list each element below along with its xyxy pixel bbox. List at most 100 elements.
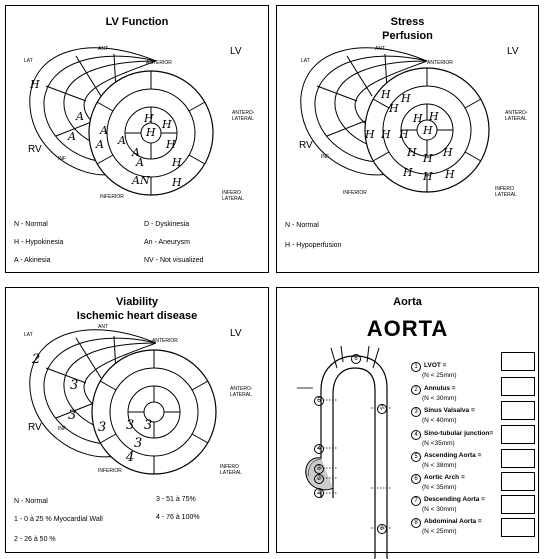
- label-inferior: INFERIOR: [343, 190, 367, 196]
- segment-mark: H: [403, 166, 413, 179]
- diagram-marker: 4: [314, 444, 327, 462]
- lv-function-panel: LV Function LAT ANT ANTERIOR LV RV INF A…: [5, 5, 269, 273]
- segment-mark: 3: [144, 418, 153, 433]
- legend-dyskinesia: D - Dyskinesia: [144, 221, 190, 228]
- panel-title: LV Function: [105, 16, 169, 28]
- segment-mark: H: [389, 102, 399, 115]
- label-lat: LAT: [301, 58, 310, 64]
- diagram-marker: 3: [314, 464, 327, 482]
- bullseye-diagram: [29, 329, 217, 475]
- ascending-aorta-value-box[interactable]: [501, 449, 535, 468]
- segment-mark: 3: [68, 408, 77, 423]
- descending-aorta-value-box[interactable]: [501, 495, 535, 514]
- label-lv: LV: [230, 46, 242, 57]
- label-anterolateral: ANTERO- LATERAL: [505, 110, 528, 122]
- legend-level-4: 4 - 76 à 100%: [156, 514, 200, 521]
- segment-mark: H: [146, 126, 156, 139]
- label-lv: LV: [507, 46, 519, 57]
- label-rv: RV: [28, 422, 42, 433]
- bullseye-diagram: [29, 47, 214, 196]
- segment-mark: H: [443, 146, 453, 159]
- diagram-marker: 7: [377, 404, 390, 422]
- label-inf: INF: [58, 156, 67, 162]
- diagram-marker: 8: [377, 524, 390, 542]
- panel-title: Viability: [116, 296, 158, 308]
- segment-mark: H: [144, 112, 154, 125]
- segment-mark: 3: [70, 378, 79, 393]
- segment-mark: A: [68, 130, 76, 143]
- label-inferior: INFERIOR: [100, 194, 124, 200]
- label-ant: ANT: [98, 324, 108, 330]
- segment-mark: 3: [126, 418, 135, 433]
- segment-mark: A: [118, 134, 126, 147]
- label-inf: INF: [58, 426, 67, 432]
- segment-mark: H: [429, 110, 439, 123]
- legend-level-1: 1 - 0 à 25 % Myocardial Wall: [14, 516, 103, 523]
- label-ant: ANT: [98, 46, 108, 52]
- segment-mark: A: [136, 156, 144, 169]
- diagram-marker: 1: [314, 488, 327, 506]
- label-inf: INF: [321, 154, 330, 160]
- legend-hypokinesia: H - Hypokinesia: [14, 239, 64, 246]
- panel-subtitle: Perfusion: [382, 30, 433, 42]
- legend-not-visualized: NV - Not visualized: [144, 257, 204, 264]
- segment-mark: 3: [134, 436, 143, 451]
- segment-mark: A: [100, 124, 108, 137]
- segment-mark: A: [96, 138, 104, 151]
- segment-mark: 2: [32, 352, 41, 367]
- diagram-marker: 2: [314, 474, 327, 492]
- segment-mark: H: [413, 112, 423, 125]
- segment-mark: A: [76, 110, 84, 123]
- label-inferolateral: INFERO LATERAL: [220, 464, 242, 476]
- label-inferolateral: INFERO LATERAL: [222, 190, 244, 202]
- annulus-value-box[interactable]: [501, 377, 535, 396]
- diagram-marker: 6: [351, 354, 364, 372]
- legend-normal: N - Normal: [14, 498, 48, 505]
- aortic-arch-value-box[interactable]: [501, 472, 535, 491]
- segment-mark: AN: [132, 174, 150, 187]
- diagram-marker: 5: [314, 396, 327, 414]
- segment-mark: 4: [126, 450, 135, 465]
- segment-mark: H: [365, 128, 375, 141]
- panel-subtitle: Ischemic heart disease: [76, 310, 198, 322]
- sino-tubular-value-box[interactable]: [501, 425, 535, 444]
- segment-mark: H: [381, 128, 391, 141]
- label-anterolateral: ANTERO- LATERAL: [232, 110, 255, 122]
- legend-akinesia: A - Akinesia: [14, 257, 51, 264]
- segment-mark: H: [423, 124, 433, 137]
- label-lat: LAT: [24, 332, 33, 338]
- segment-mark: H: [407, 146, 417, 159]
- legend-hypoperfusion: H - Hypoperfusion: [285, 242, 342, 249]
- lvot-value-box[interactable]: [501, 352, 535, 371]
- segment-mark: H: [172, 156, 182, 169]
- label-lat: LAT: [24, 58, 33, 64]
- abdominal-aorta-value-box[interactable]: [501, 518, 535, 537]
- label-anterior: ANTERIOR: [152, 338, 178, 344]
- segment-mark: H: [445, 168, 455, 181]
- label-ant: ANT: [375, 46, 385, 52]
- panel-title: Stress: [390, 16, 425, 28]
- label-anterior: ANTERIOR: [146, 60, 172, 66]
- sinus-valsalva-value-box[interactable]: [501, 401, 535, 420]
- legend-normal: N - Normal: [285, 222, 319, 229]
- label-lv: LV: [230, 328, 242, 339]
- panel-title: Aorta: [393, 296, 422, 308]
- segment-mark: H: [172, 176, 182, 189]
- stress-perfusion-panel: Stress Perfusion LAT ANT ANTERIOR LV RV …: [276, 5, 539, 273]
- segment-mark: H: [399, 128, 409, 141]
- label-rv: RV: [299, 140, 313, 151]
- segment-mark: H: [162, 118, 172, 131]
- label-inferolateral: INFERO LATERAL: [495, 186, 517, 198]
- viability-panel: Viability Ischemic heart disease LAT ANT…: [5, 287, 269, 553]
- label-inferior: INFERIOR: [98, 468, 122, 474]
- label-rv: RV: [28, 144, 42, 155]
- segment-mark: H: [381, 88, 391, 101]
- legend-level-2: 2 - 26 à 50 %: [14, 536, 56, 543]
